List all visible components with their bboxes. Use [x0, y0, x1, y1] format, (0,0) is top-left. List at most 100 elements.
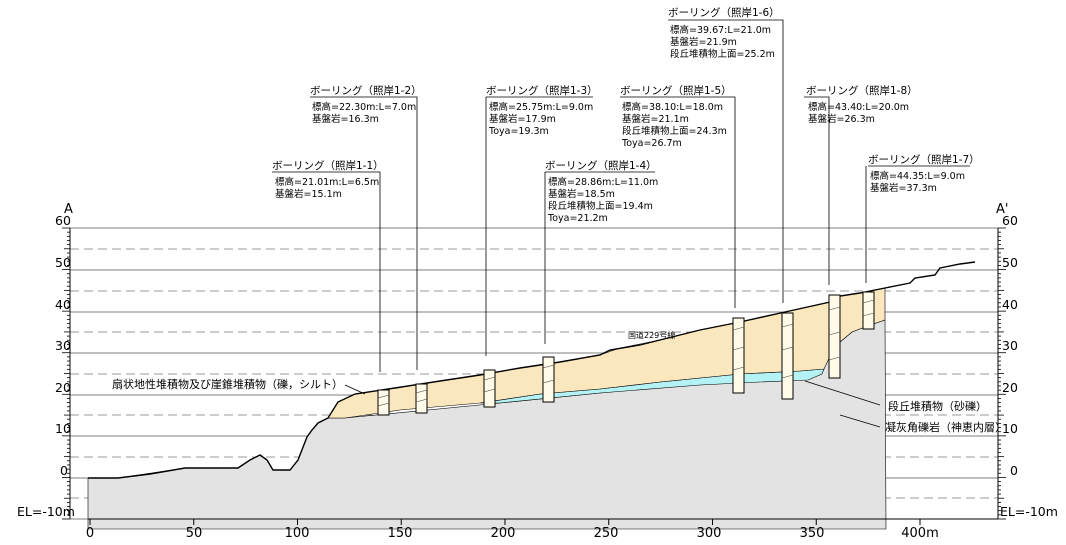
el-minus10-right: EL=-10m: [1000, 504, 1058, 519]
borehole-info-line: 基盤岩=18.5m: [548, 188, 615, 200]
road-label: 国道229号線: [628, 330, 675, 340]
borehole-column-1-5: [732, 317, 745, 394]
elev-label-right: 0: [1010, 463, 1018, 478]
x-tick-label: 250: [594, 526, 619, 541]
leader-1-8: [804, 96, 830, 285]
borehole-info-line: 基盤岩=15.1m: [275, 188, 342, 200]
borehole-info-line: 基盤岩=37.3m: [870, 182, 937, 194]
borehole-column-1-1: [377, 389, 390, 416]
x-tick-label: 400m: [901, 526, 938, 541]
borehole-info-line: 標高=43.40:L=20.0m: [808, 101, 909, 113]
elev-label-left: 50: [55, 255, 71, 270]
hatch: [781, 346, 794, 351]
hatch: [377, 394, 390, 399]
borehole-columns: [377, 291, 875, 416]
borehole-info-line: 標高=21.01m:L=6.5m: [275, 176, 379, 188]
leader-lines: [272, 19, 970, 372]
borehole-info-line: 標高=44.35:L=9.0m: [870, 170, 965, 182]
borehole-column-1-4: [542, 356, 555, 403]
terrace-deposit-label: 段丘堆積物（砂礫）: [888, 399, 987, 413]
fan-label-leader: [344, 384, 366, 395]
borehole-column-1-6: [781, 312, 794, 400]
el-minus10-left: EL=-10m: [17, 504, 75, 519]
x-tick-label: 350: [800, 526, 825, 541]
elev-label-left: 10: [55, 421, 71, 436]
leader-1-6: [668, 19, 784, 303]
borehole-annotation-1-2: ボーリング（照岸1-2） 標高=22.30m:L=7.0m 基盤岩=16.3m: [310, 84, 422, 125]
elev-label-left: 40: [55, 297, 71, 312]
borehole-pattern: [377, 299, 875, 407]
borehole-annotation-1-6: ボーリング（照岸1-6） 標高=39.67:L=21.0m 基盤岩=21.9m …: [668, 6, 780, 60]
borehole-info-line: 標高=39.67:L=21.0m: [670, 24, 771, 36]
hatch: [542, 364, 555, 369]
elev-label-right: 30: [1002, 338, 1018, 353]
borehole-info-line: Toya=21.2m: [547, 213, 608, 224]
borehole-info-line: Toya=19.3m: [488, 126, 549, 137]
borehole-annotation-1-7: ボーリング（照岸1-7） 標高=44.35:L=9.0m 基盤岩=37.3m: [868, 153, 980, 194]
hatch: [781, 323, 794, 328]
hatch: [781, 374, 794, 379]
borehole-annotation-1-5: ボーリング（照岸1-5） 標高=38.10:L=18.0m 基盤岩=21.1m …: [620, 84, 732, 149]
leader-1-2: [310, 96, 418, 370]
fan-deposit-label: 扇状地性堆積物及び崖錐堆積物（礫，シルト）: [112, 377, 343, 391]
borehole-info-line: 標高=22.30m:L=7.0m: [312, 101, 416, 113]
borehole-column-1-2: [415, 383, 428, 414]
ground-surface-line: [88, 261, 976, 479]
bedrock-label: 凝灰角礫岩（神恵内層）: [885, 420, 1006, 434]
borehole-annotation-1-3: ボーリング（照岸1-3） 標高=25.75m:L=9.0m 基盤岩=17.9m …: [486, 84, 598, 137]
hatch: [415, 398, 428, 403]
hatch: [732, 326, 745, 331]
borehole-title: ボーリング（照岸1-5）: [620, 84, 732, 97]
leader-1-5: [620, 96, 736, 308]
borehole-annotation-1-1: ボーリング（照岸1-1） 標高=21.01m:L=6.5m 基盤岩=15.1m: [272, 159, 384, 200]
section-right-label: A': [996, 202, 1008, 217]
layer-leader-lines: [344, 380, 881, 428]
hatch: [732, 366, 745, 371]
elev-label-left: 60: [55, 213, 71, 228]
borehole-column-1-8: [828, 294, 841, 379]
x-tick-label: 200: [491, 526, 516, 541]
borehole-title: ボーリング（照岸1-2）: [310, 84, 422, 97]
x-axis-labels: 0 50 100 150 200 250 300 350 400m: [86, 526, 939, 541]
elev-label-right: 10: [1002, 421, 1018, 436]
hatch: [483, 388, 496, 393]
x-tick-label: 150: [388, 526, 413, 541]
borehole-info-line: 基盤岩=21.1m: [622, 113, 689, 125]
borehole-title: ボーリング（照岸1-7）: [868, 153, 980, 166]
hatch: [828, 306, 841, 311]
elev-label-right: 60: [1002, 213, 1018, 228]
hatch: [542, 379, 555, 384]
borehole-info-line: 段丘堆積物上面=19.4m: [548, 200, 653, 212]
borehole-annotation-1-4: ボーリング（照岸1-4） 標高=28.86m:L=11.0m 基盤岩=18.5m…: [545, 159, 658, 224]
leader-1-1: [272, 171, 381, 372]
hatch: [862, 299, 875, 304]
x-tick-label: 50: [186, 526, 203, 541]
hatch: [828, 356, 841, 361]
elev-label-left: 0: [60, 463, 68, 478]
elev-label-left: 20: [55, 380, 71, 395]
borehole-title: ボーリング（照岸1-3）: [486, 84, 598, 97]
terrace-label-leader: [804, 380, 881, 406]
borehole-info-line: 段丘堆積物上面=24.3m: [622, 125, 727, 137]
section-left-label: A: [64, 202, 73, 217]
borehole-info-line: 基盤岩=17.9m: [489, 113, 556, 125]
right-elevation-labels: 60 50 40 30 20 10 0 EL=-10m: [1000, 213, 1058, 519]
borehole-info-line: 基盤岩=21.9m: [670, 36, 737, 48]
left-elevation-labels: 60 50 40 30 20 10 0 EL=-10m: [17, 213, 75, 519]
borehole-title: ボーリング（照岸1-6）: [668, 6, 780, 19]
borehole-info-line: 基盤岩=26.3m: [808, 113, 875, 125]
borehole-title: ボーリング（照岸1-4）: [545, 159, 657, 172]
x-axis-ticks: [89, 519, 921, 525]
hatch: [828, 331, 841, 336]
hatch: [862, 312, 875, 317]
hatch: [377, 402, 390, 407]
borehole-info-line: 基盤岩=16.3m: [312, 113, 379, 125]
bedrock-label-leader: [839, 414, 881, 428]
elev-label-right: 40: [1002, 297, 1018, 312]
borehole-title: ボーリング（照岸1-1）: [272, 159, 384, 172]
borehole-title: ボーリング（照岸1-8）: [806, 84, 918, 97]
x-tick-label: 100: [285, 526, 310, 541]
hatch: [483, 376, 496, 381]
